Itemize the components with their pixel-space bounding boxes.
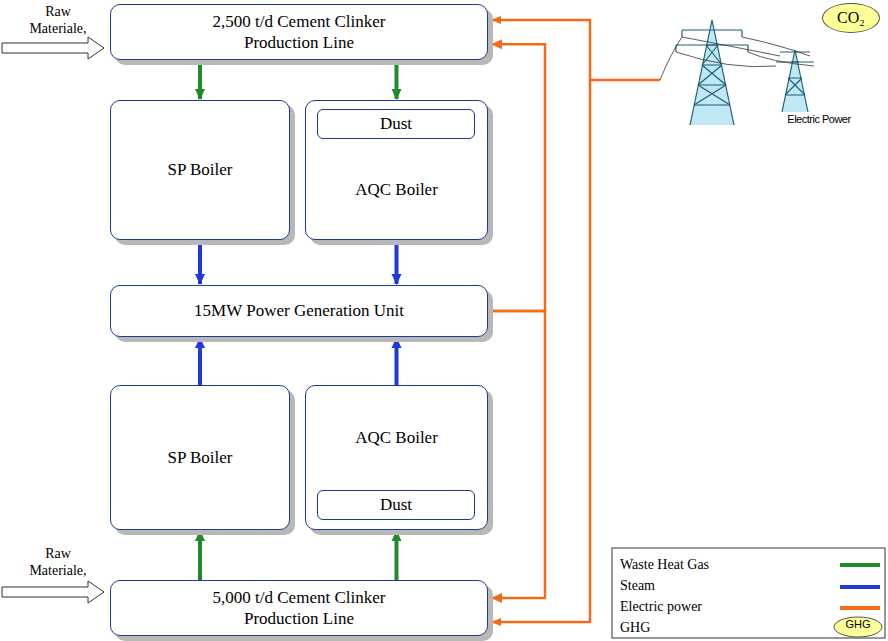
node-text: 2,500 t/d Cement Clinker Production Line	[174, 11, 424, 54]
pylon	[676, 20, 814, 125]
process-box: 5,000 t/d Cement Clinker Production Line	[110, 580, 488, 636]
steam-connector	[198, 338, 202, 385]
wires	[660, 37, 814, 80]
legend-sample	[834, 617, 882, 637]
process-box: 15MW Power Generation Unit	[110, 285, 488, 337]
gas-connector	[198, 531, 202, 580]
process-box: AQC BoilerDust	[305, 385, 488, 530]
process-box: SP Boiler	[110, 385, 290, 530]
grid-line	[492, 80, 590, 622]
node-text: AQC Boiler	[355, 427, 438, 448]
ghg-ellipse: CO₂	[822, 3, 880, 33]
grid-line	[492, 20, 660, 80]
power-connector	[488, 44, 545, 311]
legend-text: Steam	[620, 577, 655, 595]
legend-sample	[840, 585, 880, 589]
input-arrow	[2, 37, 104, 59]
process-box: 2,500 t/d Cement Clinker Production Line	[110, 4, 488, 60]
node-text: 5,000 t/d Cement Clinker Production Line	[174, 587, 424, 630]
legend-sample	[840, 563, 880, 567]
steam-connector	[198, 240, 202, 284]
node-text: CO₂	[837, 8, 865, 28]
legend-sample	[840, 606, 880, 610]
input-label: Raw Materiale,	[18, 4, 98, 38]
gas-connector	[395, 531, 399, 580]
gas-connector	[395, 60, 399, 99]
input-arrow	[2, 581, 104, 603]
node-text: Dust	[380, 494, 412, 515]
node-text: SP Boiler	[167, 159, 232, 180]
dust-box: Dust	[317, 490, 475, 520]
steam-connector	[395, 338, 399, 385]
dust-box: Dust	[317, 109, 475, 139]
node-text: Dust	[380, 113, 412, 134]
process-box: SP Boiler	[110, 100, 290, 240]
power-connector	[488, 311, 545, 598]
gas-connector	[198, 60, 202, 99]
tower-label: Electric Power	[764, 113, 874, 126]
node-text: 15MW Power Generation Unit	[194, 300, 404, 321]
legend-text: Waste Heat Gas	[620, 556, 709, 574]
legend-frame	[612, 548, 885, 638]
legend-sample-text: GHG	[838, 618, 878, 631]
node-text: SP Boiler	[167, 447, 232, 468]
process-box: AQC Boiler Dust	[305, 100, 488, 240]
steam-connector	[395, 240, 399, 284]
node-text: AQC Boiler	[355, 179, 438, 200]
input-label: Raw Materiale,	[18, 546, 98, 580]
legend-text: GHG	[620, 619, 650, 637]
legend-text: Electric power	[620, 598, 702, 616]
